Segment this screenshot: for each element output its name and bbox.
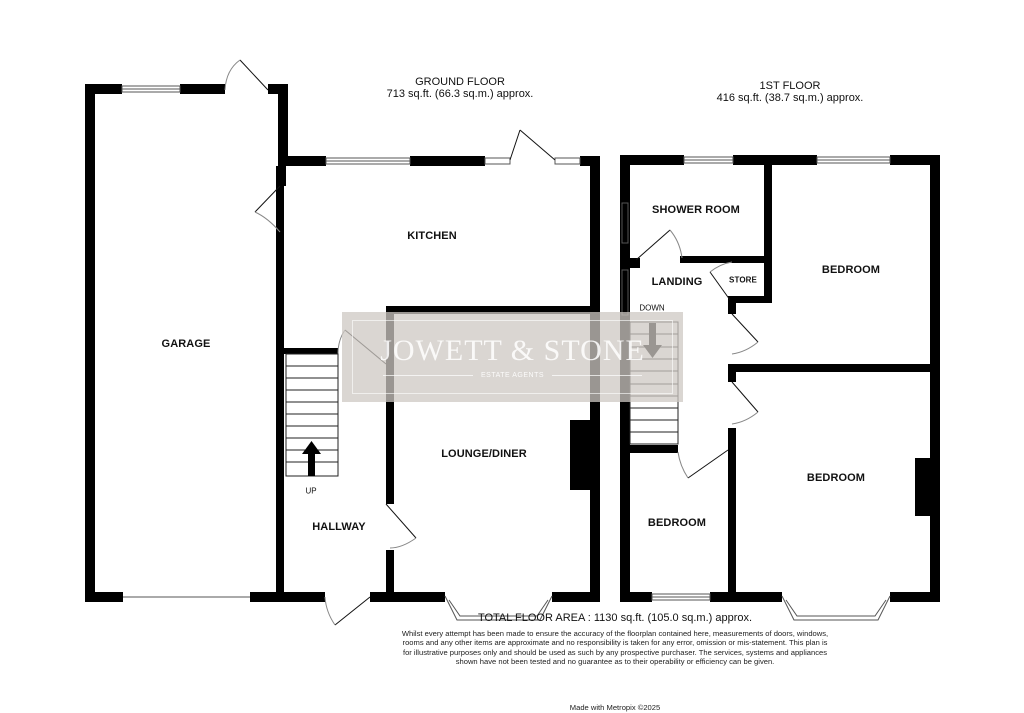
watermark-subtitle: ESTATE AGENTS [342,372,683,379]
room-label-store: STORE [729,275,757,285]
first-floor-area: 416 sq.ft. (38.7 sq.m.) approx. [716,92,864,104]
stairs-down-label: DOWN [639,303,665,313]
made-with-credit: Made with Metropix ©2025 [569,703,661,712]
watermark-frame [352,320,673,394]
ground-floor-heading: GROUND FLOOR 713 sq.ft. (66.3 sq.m.) app… [350,76,570,100]
stairs-up-arrow-icon [302,441,321,476]
watermark-brand: JOWETT & STONE [380,334,645,367]
stairs-up-label: UP [305,486,317,496]
room-label-shower-room: SHOWER ROOM [652,204,740,216]
first-floor-doors [635,229,759,479]
first-floor-windows [621,156,891,621]
room-label-bedroom-1: BEDROOM [821,264,881,276]
room-label-bedroom-2: BEDROOM [806,472,866,484]
ground-floor-area: 713 sq.ft. (66.3 sq.m.) approx. [386,88,534,100]
room-label-garage: GARAGE [161,338,211,350]
ground-floor-windows [121,85,581,621]
room-label-bedroom-3: BEDROOM [647,517,707,529]
first-floor-heading: 1ST FLOOR 416 sq.ft. (38.7 sq.m.) approx… [680,80,900,104]
first-floor-name: 1ST FLOOR [759,80,821,92]
room-label-kitchen: KITCHEN [407,230,457,242]
room-label-hallway: HALLWAY [312,521,366,533]
disclaimer-text: Whilst every attempt has been made to en… [401,629,829,666]
agent-watermark: JOWETT & STONE ESTATE AGENTS [342,312,683,402]
ground-floor-name: GROUND FLOOR [415,76,505,88]
total-floor-area: TOTAL FLOOR AREA : 1130 sq.ft. (105.0 sq… [477,612,753,624]
room-label-lounge-diner: LOUNGE/DINER [441,448,527,460]
room-label-landing: LANDING [651,276,703,288]
